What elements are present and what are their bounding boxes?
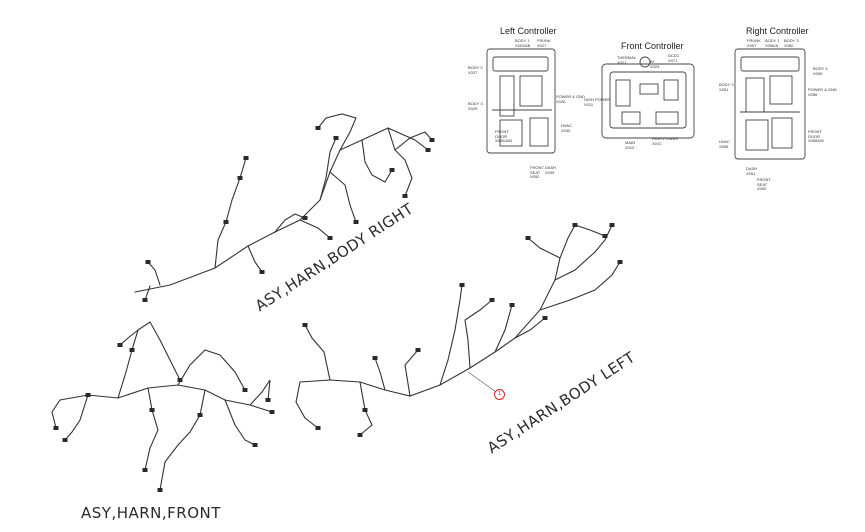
right-pin-body3: BODY 3 X050 [784,38,799,48]
connector-block [243,156,249,160]
left-pin-hvac: HVAC X030 [561,123,572,133]
harness-body-right [134,113,433,301]
front-pin-high-power-right: HIGH POWER X01C [652,136,679,146]
connector-block [302,323,308,327]
connector-block [177,378,183,382]
left-pin-front-door: FRONT DOOR X050/A/B [495,129,512,144]
connector-block [129,348,135,352]
connector-block [62,438,68,442]
left-pin-body2: BODY 2 X027 [468,65,483,75]
front-pin-thermal: THERMAL X021 [617,55,637,65]
marker-leader-line [467,371,497,393]
left-controller-title: Left Controller [500,26,557,36]
connector-block [402,194,408,198]
connector-block [509,303,515,307]
connector-block [252,443,258,447]
connector-block [333,136,339,140]
connector-block [415,348,421,352]
connector-block [602,234,608,238]
connector-block [53,426,59,430]
front-controller-title: Front Controller [621,41,684,51]
right-pin-body1: BODY 1 X056/A [765,38,780,48]
connector-block [142,468,148,472]
harness-front [51,321,273,491]
right-pin-front-seat: FRONT SEAT X052 [757,177,771,192]
connector-block [542,316,548,320]
connector-block [362,408,368,412]
right-pin-hvac: HVAC X058 [719,139,730,149]
right-pin-body4: BODY 4 X059 [813,66,828,76]
label-front: ASY,HARN,FRONT [81,504,221,522]
connector-block [609,223,615,227]
left-pin-power-gnd: POWER & GND X026 [556,94,585,104]
right-pin-front-door: FRONT DOOR X058A/B [808,129,824,144]
connector-block [372,356,378,360]
right-controller-housing [734,48,806,160]
left-pin-body1: BODY 1 X0026/B [515,38,531,48]
connector-block [389,168,395,172]
connector-block [425,148,431,152]
connector-block [85,393,91,397]
connector-block [223,220,229,224]
front-pin-bplus: B+ X024 [650,59,660,69]
connector-block [237,176,243,180]
connector-block [315,126,321,130]
connector-block [353,220,359,224]
left-pin-dash: DASH X035 [545,165,557,175]
connector-block [302,216,308,220]
connector-block [525,236,531,240]
front-pin-main: MAIN X010 [625,140,635,150]
connector-block [117,343,123,347]
front-controller-housing [601,56,695,139]
connector-block [572,223,578,227]
connector-block [149,408,155,412]
controller-outlines [486,48,806,160]
connector-block [142,298,148,302]
harness-body-left [295,224,621,436]
front-pin-high-power-left: HIGH POWER X011 [584,97,611,107]
connector-block [459,283,465,287]
connector-block [197,413,203,417]
connector-block [269,410,275,414]
connector-block [357,433,363,437]
left-controller-housing [486,48,556,154]
connector-block [265,398,271,402]
connector-block [327,236,333,240]
right-pin-power-gnd: POWER & GND X056 [808,87,837,97]
callout-marker: 1 [494,389,505,400]
connector-block [489,298,495,302]
right-controller-title: Right Controller [746,26,809,36]
right-pin-body2: BODY 2 X051 [719,82,734,92]
left-pin-body3: BODY 3 X029 [468,101,483,111]
right-pin-frunk: FRUNK X057 [747,38,761,48]
harness-connectors [53,126,623,492]
connector-block [242,388,248,392]
right-pin-dash: DASH X051 [746,166,758,176]
connector-block [145,260,151,264]
connector-block [315,426,321,430]
connector-block [157,488,163,492]
left-pin-front-seat: FRONT SEAT X052 [530,165,544,180]
front-pin-dcdc: DCDC X071 [668,53,680,63]
connector-block [429,138,435,142]
connector-block [259,270,265,274]
connector-block [617,260,623,264]
left-pin-frunk: FRUNK X027 [537,38,551,48]
